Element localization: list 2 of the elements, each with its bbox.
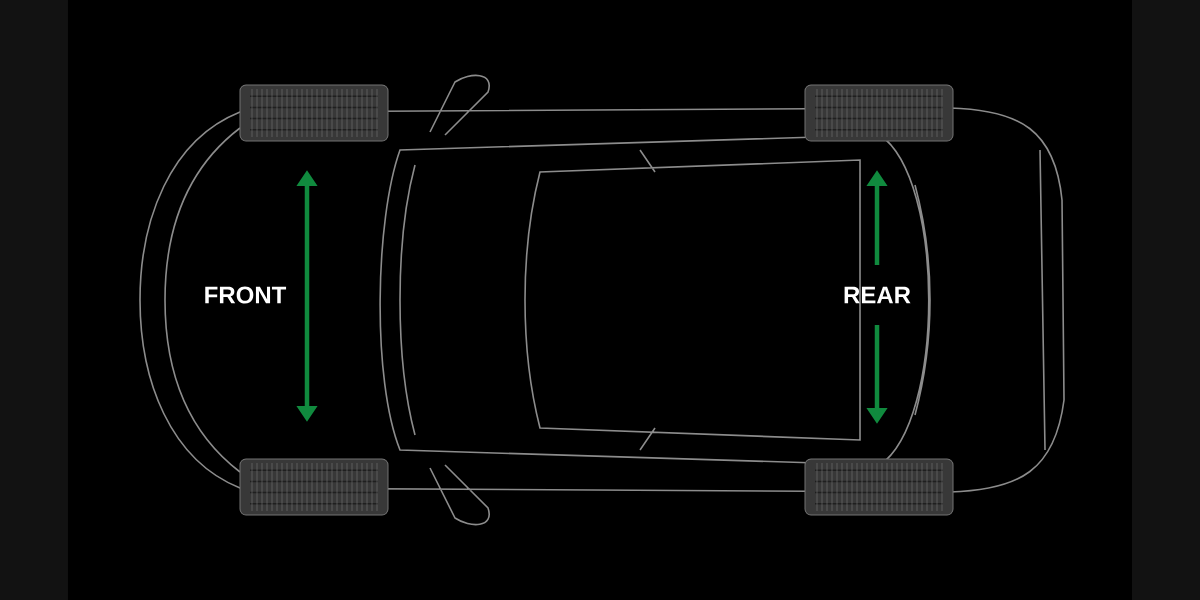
axle-label: FRONT xyxy=(205,286,287,304)
axle-label: REAR xyxy=(844,286,911,304)
